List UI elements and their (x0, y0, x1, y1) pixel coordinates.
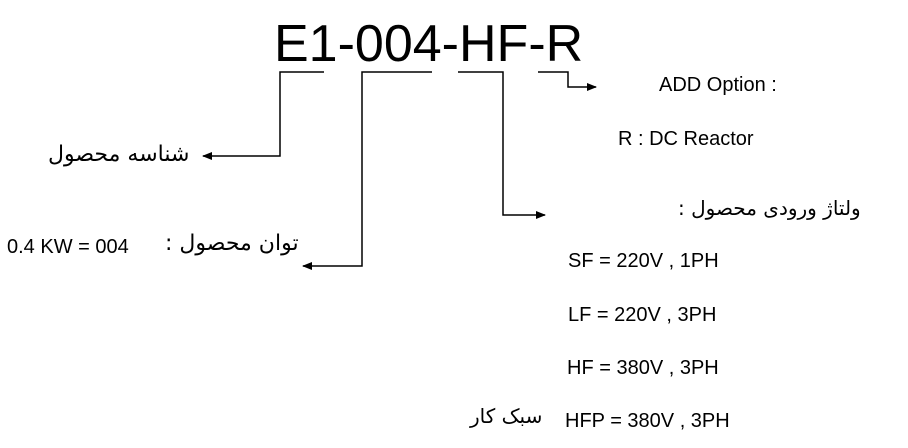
voltage-item-hf: HF = 380V , 3PH (567, 357, 719, 379)
voltage-item-sf: SF = 220V , 1PH (568, 250, 719, 272)
voltage-item-lf: LF = 220V , 3PH (568, 304, 717, 326)
model-code: E1-004-HF-R (274, 15, 584, 73)
connector-option (538, 71, 597, 91)
voltage-heading: ولتاژ ورودی محصول : (678, 196, 861, 220)
option-dc-reactor: R : DC Reactor (618, 128, 754, 150)
product-id-label: شناسه محصول (48, 142, 190, 167)
connector-product-id (202, 71, 324, 160)
option-heading: ADD Option : (659, 74, 777, 96)
connector-power (302, 71, 432, 270)
power-value: 0.4 KW = 004 (7, 236, 129, 258)
light-duty-label: سبک کار (470, 404, 543, 428)
connector-voltage (458, 71, 546, 219)
voltage-item-hfp: HFP = 380V , 3PH (565, 410, 730, 432)
power-label: توان محصول : (165, 231, 299, 256)
